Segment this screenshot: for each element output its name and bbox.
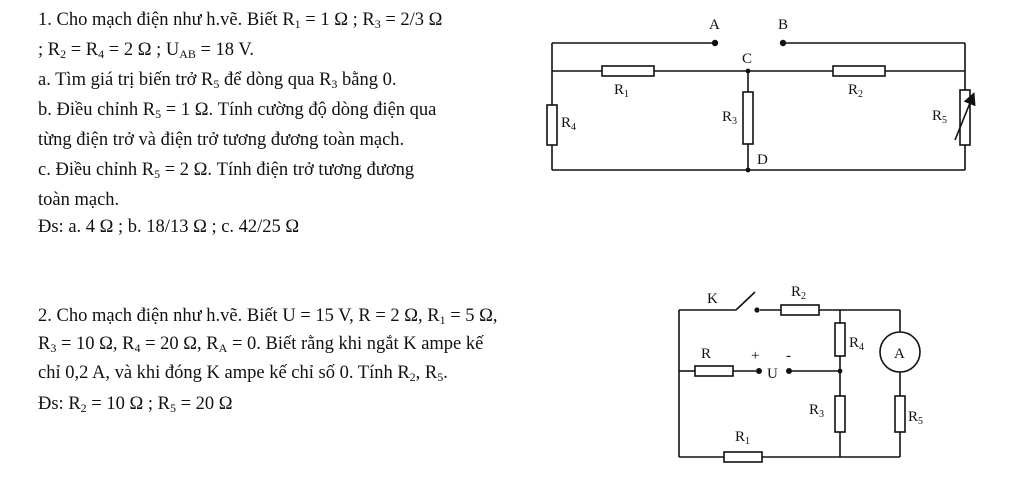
- c1-variable-arrow: [954, 92, 976, 141]
- c1-resistor-r4: [546, 104, 558, 146]
- p1-question-c: c. Điều chỉnh R5 = 2 Ω. Tính điện trở tư…: [38, 160, 415, 181]
- c2-terminal-minus: [786, 368, 792, 374]
- p2-answers: Đs: R2 = 10 Ω ; R5 = 20 Ω: [38, 394, 233, 415]
- c2-resistor-r4: [834, 322, 846, 357]
- c1-resistor-r1: [601, 65, 655, 77]
- c1-terminal-a: [711, 39, 719, 47]
- c2-label-r2: R2: [791, 284, 806, 302]
- p2-line-3: chỉ 0,2 A, và khi đóng K ampe kế chỉ số …: [38, 363, 448, 384]
- c2-switch-contact: [754, 307, 760, 313]
- c1-label-a: A: [709, 17, 720, 33]
- c2-label-r4: R4: [849, 335, 864, 353]
- c1-node-d: [745, 167, 751, 173]
- c1-label-r4: R4: [561, 115, 576, 133]
- c2-resistor-r1: [723, 451, 763, 463]
- c2-label-r3: R3: [809, 402, 824, 420]
- p1-question-b-cont: từng điện trở và điện trở tương đương to…: [38, 130, 405, 150]
- circuit-2: [678, 291, 921, 463]
- p1-question-c-cont: toàn mạch.: [38, 190, 120, 210]
- c1-node-c: [745, 68, 751, 74]
- c1-resistor-r5: [959, 89, 971, 146]
- c1-label-b: B: [778, 17, 788, 33]
- c2-node-mid: [837, 368, 843, 374]
- p1-line-2: ; R2 = R4 = 2 Ω ; UAB = 18 V.: [38, 40, 254, 61]
- c2-label-r: R: [701, 346, 711, 362]
- c1-label-c: C: [742, 51, 752, 67]
- c1-label-r5: R5: [932, 108, 947, 126]
- c1-label-r3: R3: [722, 109, 737, 127]
- c2-label-minus: -: [786, 348, 791, 364]
- p2-line-2: R3 = 10 Ω, R4 = 20 Ω, RA = 0. Biết rằng …: [38, 334, 484, 355]
- c1-label-d: D: [757, 152, 768, 168]
- c2-label-plus: +: [751, 348, 759, 364]
- c2-switch-k: [735, 291, 756, 311]
- c1-terminal-b: [779, 39, 787, 47]
- c1-label-r1: R1: [614, 82, 629, 100]
- p1-line-1: 1. Cho mạch điện như h.vẽ. Biết R1 = 1 Ω…: [38, 10, 443, 31]
- p1-answers: Đs: a. 4 Ω ; b. 18/13 Ω ; c. 42/25 Ω: [38, 217, 300, 237]
- c1-label-r2: R2: [848, 82, 863, 100]
- c2-resistor-r3: [834, 395, 846, 433]
- c2-resistor-r: [694, 365, 734, 377]
- c1-resistor-r2: [832, 65, 886, 77]
- c2-resistor-r5: [894, 395, 906, 433]
- c2-label-k: K: [707, 291, 718, 307]
- c2-terminal-plus: [756, 368, 762, 374]
- circuit-1: [546, 42, 976, 171]
- p1-question-a: a. Tìm giá trị biến trở R5 để dòng qua R…: [38, 70, 397, 91]
- p1-question-b: b. Điều chỉnh R5 = 1 Ω. Tính cường độ dò…: [38, 100, 437, 121]
- p2-line-1: 2. Cho mạch điện như h.vẽ. Biết U = 15 V…: [38, 306, 498, 327]
- c1-resistor-r3: [742, 91, 754, 145]
- c2-label-r5: R5: [908, 409, 923, 427]
- c2-label-r1: R1: [735, 429, 750, 447]
- c2-label-u: U: [767, 366, 778, 382]
- c2-resistor-r2: [780, 304, 820, 316]
- c2-label-ammeter: A: [894, 346, 905, 362]
